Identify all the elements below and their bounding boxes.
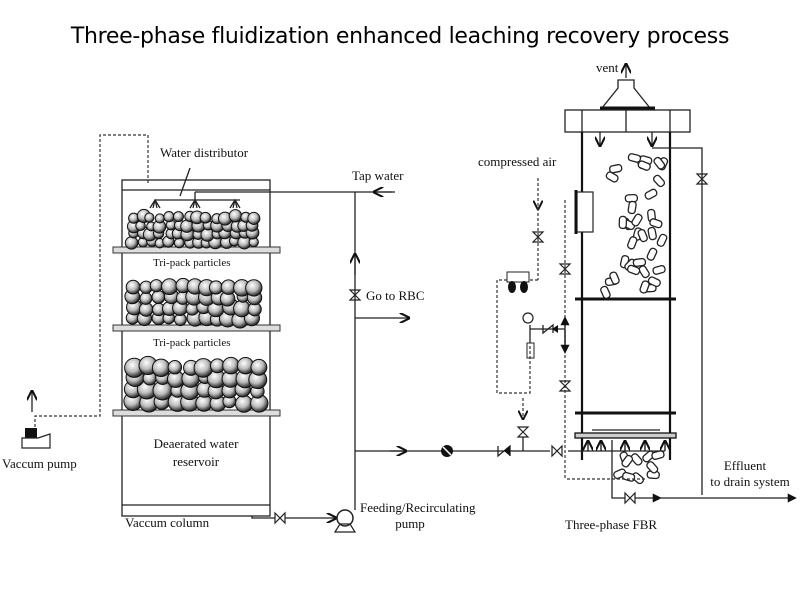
water-distributor-label: Water distributor: [160, 145, 249, 160]
packing-pellets: [600, 153, 669, 485]
vacuum-pump-label: Vaccum pump: [2, 456, 77, 471]
tri-pack-particle: [228, 209, 243, 223]
valve-icon: [558, 263, 572, 392]
packing-pellet: [639, 280, 650, 294]
tri-pack-particle: [172, 211, 184, 223]
tri-pack-particle: [247, 211, 261, 225]
air-inlets: [588, 442, 665, 451]
tap-water-label: Tap water: [352, 168, 404, 183]
packing-pellet: [609, 163, 623, 174]
pump-label: pump: [395, 516, 425, 531]
tri-pack-particle: [139, 292, 153, 305]
packing-pellet: [653, 174, 666, 188]
valve-icon: [695, 173, 709, 185]
packing-pellet: [638, 265, 650, 279]
tri-pack-particle: [173, 237, 185, 249]
tri-pack-particle: [208, 280, 224, 295]
packing-pellet: [627, 153, 642, 163]
filter-icon: [506, 271, 530, 293]
packing-pellet: [652, 265, 666, 275]
valve-icon: [531, 231, 545, 243]
packing-pellet: [621, 454, 634, 468]
pressure-gauge-icon: [522, 312, 534, 324]
packing-pellet: [627, 264, 641, 276]
check-valve-icon: [542, 323, 558, 335]
packing-pellet: [651, 450, 665, 460]
spray-nozzle-icon: [149, 198, 241, 209]
tri-pack-particle: [151, 290, 166, 304]
tri-pack-particle: [161, 278, 178, 296]
effluent-label: Effluent: [724, 458, 767, 473]
packing-pellet: [627, 236, 638, 250]
tri-pack-label: Tri-pack particles: [153, 257, 231, 269]
tri-pack-particle: [149, 279, 163, 293]
tri-pack-bed-2: [124, 277, 263, 329]
pump-label: Feeding/Recirculating: [360, 500, 476, 515]
valve-icon: [274, 511, 286, 525]
valve-icon: [348, 289, 362, 301]
tri-pack-particle: [250, 358, 268, 376]
packing-pellet: [646, 247, 658, 261]
diagram-title: Three-phase fluidization enhanced leachi…: [70, 24, 730, 49]
valve-icon: [551, 444, 563, 458]
packing-pellet: [600, 285, 611, 299]
tri-pack-particle: [125, 279, 141, 295]
tri-pack-particle: [163, 211, 175, 223]
packing-pellet: [609, 271, 620, 285]
tri-pack-particle: [167, 360, 183, 375]
packing-pellet: [647, 226, 657, 241]
packing-pellet: [653, 156, 666, 170]
flowmeter-icon: [441, 445, 453, 457]
packing-pellet: [627, 200, 637, 215]
three-phase-fbr: [564, 65, 691, 485]
packing-pellet: [637, 228, 648, 243]
packing-pellet: [618, 215, 628, 230]
tri-pack-particle: [180, 219, 194, 233]
vacuum-pump-icon: [21, 428, 51, 449]
tri-pack-bed-1: [124, 208, 261, 250]
shelf: [112, 409, 281, 417]
packing-pellet: [631, 213, 643, 227]
tri-pack-label: Tri-pack particles: [153, 337, 231, 349]
reservoir-label: Deaerated water: [154, 436, 239, 451]
feeding-pump-icon: [333, 509, 357, 533]
tri-pack-particle: [124, 236, 139, 250]
vent-label: vent: [596, 60, 619, 75]
check-valve-icon: [497, 444, 511, 458]
tri-pack-particle: [151, 358, 171, 378]
rotameter-icon: [526, 342, 535, 359]
reservoir-label: reservoir: [173, 454, 220, 469]
packing-pellet: [637, 160, 651, 171]
packing-pellet: [630, 453, 643, 466]
fbr-label: Three-phase FBR: [565, 517, 657, 532]
valve-icon: [624, 491, 636, 505]
tri-pack-particle: [245, 279, 263, 297]
tri-pack-particle: [193, 358, 214, 378]
tri-pack-particle: [234, 394, 253, 413]
packing-pellet: [646, 461, 659, 474]
tri-pack-particle: [144, 212, 155, 223]
packing-pellet: [656, 233, 668, 247]
valve-icon: [516, 426, 530, 438]
tri-pack-bed-3: [123, 355, 269, 413]
go-to-rbc-label: Go to RBC: [366, 288, 425, 303]
tri-pack-particle: [154, 213, 165, 224]
tri-pack-particle: [233, 299, 251, 318]
packing-pellet: [605, 171, 619, 183]
compressed-air-label: compressed air: [478, 154, 557, 169]
tri-pack-particle: [222, 356, 240, 375]
vacuum-column-label: Vaccum column: [125, 515, 210, 530]
tri-pack-particle: [199, 211, 212, 224]
vacuum-column: [112, 167, 372, 517]
effluent-label: to drain system: [710, 474, 789, 489]
packing-pellet: [644, 188, 658, 200]
packing-pellet: [647, 276, 661, 288]
packing-pellet: [632, 257, 647, 267]
packing-pellet: [649, 218, 663, 229]
